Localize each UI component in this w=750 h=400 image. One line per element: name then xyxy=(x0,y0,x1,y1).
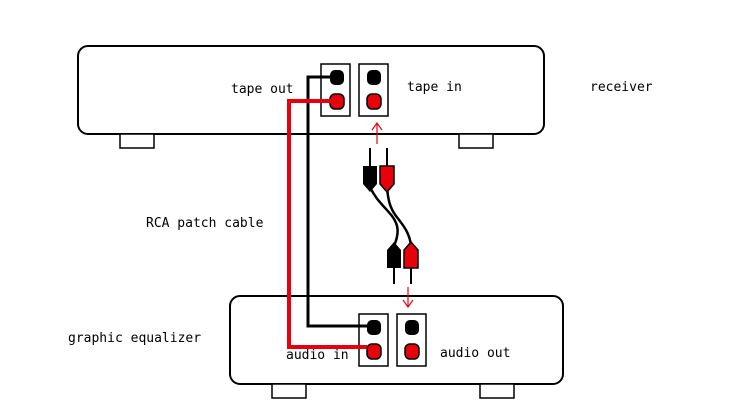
tape-in-jacks xyxy=(358,63,389,117)
rca-patch-cable xyxy=(363,148,419,284)
audio-out-arrow-icon xyxy=(402,287,414,309)
equalizer-foot-left xyxy=(271,383,307,399)
receiver-body xyxy=(77,45,545,135)
upper-red-plug-icon xyxy=(379,165,395,194)
receiver-label: receiver xyxy=(590,80,653,95)
tape-in-black-jack-icon xyxy=(367,70,381,85)
tape-out-jacks xyxy=(320,63,351,117)
lower-plugs xyxy=(387,240,419,284)
equalizer-foot-right xyxy=(479,383,515,399)
lower-red-plug-icon xyxy=(403,240,419,269)
audio-out-black-jack-icon xyxy=(405,320,419,335)
black-wire xyxy=(306,75,367,328)
graphic-equalizer-label: graphic equalizer xyxy=(68,331,201,346)
tape-out-to-audio-in-wires xyxy=(287,75,367,349)
tape-out-label: tape out xyxy=(231,82,294,97)
red-wire xyxy=(287,99,367,349)
lower-black-plug-icon xyxy=(387,242,401,268)
cable-black-strand xyxy=(368,186,399,247)
equalizer-unit: audio in audio out xyxy=(229,295,564,399)
rca-patch-cable-label: RCA patch cable xyxy=(146,216,264,231)
audio-out-red-jack-icon xyxy=(404,343,420,360)
audio-in-black-jack-icon xyxy=(367,320,381,335)
tape-in-arrow-icon xyxy=(371,121,383,144)
audio-in-jacks xyxy=(358,313,389,367)
audio-out-jacks xyxy=(396,313,427,367)
audio-out-label: audio out xyxy=(440,346,510,361)
receiver-foot-left xyxy=(119,133,155,149)
receiver-unit: tape out tape in receiver xyxy=(77,45,653,149)
upper-black-plug-icon xyxy=(363,166,377,192)
audio-in-red-jack-icon xyxy=(366,343,382,360)
tape-in-label: tape in xyxy=(407,80,462,95)
audio-in-label: audio in xyxy=(286,348,349,363)
cable-red-strand xyxy=(385,186,413,247)
tape-in-red-jack-icon xyxy=(366,93,382,110)
upper-plugs xyxy=(363,148,395,194)
receiver-foot-right xyxy=(458,133,494,149)
